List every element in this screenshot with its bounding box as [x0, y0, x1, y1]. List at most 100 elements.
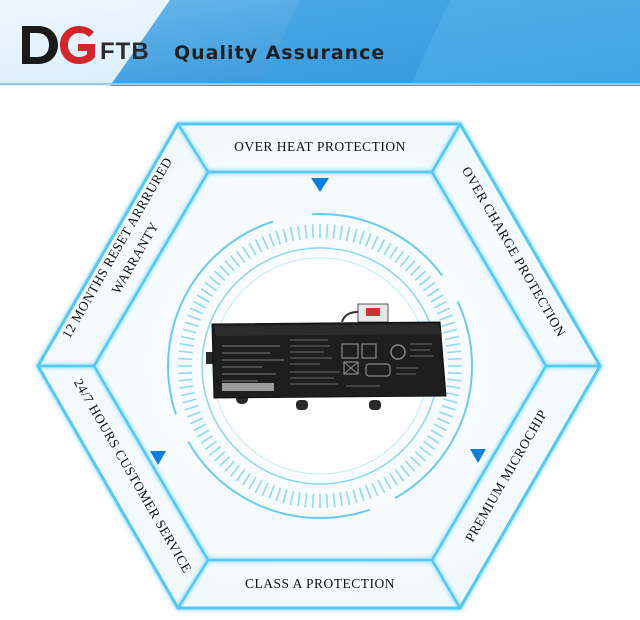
tick-mark: [209, 445, 222, 456]
tick-mark: [389, 246, 399, 260]
tick-mark: [311, 224, 315, 239]
tick-mark: [241, 472, 251, 486]
tick-mark: [184, 321, 199, 328]
tick-mark: [371, 482, 379, 497]
tick-mark: [178, 378, 193, 382]
tick-mark: [423, 281, 436, 292]
tick-mark: [441, 321, 456, 328]
tick-mark: [445, 335, 460, 341]
banner-background: [0, 0, 640, 86]
tick-mark: [180, 391, 195, 397]
right-marker-icon: [470, 449, 486, 463]
tick-mark: [409, 265, 421, 277]
tick-mark: [447, 357, 462, 361]
tick-mark: [178, 371, 193, 375]
tick-mark: [339, 492, 344, 507]
tick-mark: [184, 404, 199, 411]
tick-mark: [325, 224, 329, 239]
tick-mark: [178, 357, 193, 361]
top-marker-icon: [311, 178, 329, 192]
tick-mark: [439, 411, 453, 418]
tick-mark: [261, 482, 269, 497]
tick-mark: [261, 235, 269, 250]
tick-mark: [282, 228, 288, 243]
tick-mark: [436, 307, 451, 315]
tick-mark: [275, 487, 282, 502]
tick-mark: [447, 378, 462, 382]
tick-mark: [405, 259, 416, 272]
tick-mark: [304, 493, 308, 508]
tick-mark: [423, 440, 436, 451]
tick-mark: [209, 276, 222, 287]
tick-mark: [248, 476, 257, 490]
tick-mark: [409, 455, 421, 467]
tick-mark: [182, 398, 197, 404]
tick-mark: [193, 300, 207, 309]
tick-mark: [447, 371, 462, 375]
tick-mark: [430, 294, 444, 303]
header-banner: FTB Quality Assurance: [0, 0, 640, 86]
feature-class-a: CLASS A PROTECTION: [245, 576, 395, 591]
tick-mark: [254, 479, 263, 493]
tick-mark: [275, 230, 282, 245]
tick-mark: [304, 224, 308, 239]
tick-mark: [405, 460, 416, 473]
tick-mark: [178, 350, 193, 354]
tick-mark: [204, 281, 217, 292]
tick-mark: [371, 235, 379, 250]
tick-mark: [235, 469, 246, 482]
tick-mark: [182, 328, 197, 334]
tick-mark: [426, 287, 440, 297]
quality-hexagon: OVER HEAT PROTECTION CLASS A PROTECTION …: [0, 86, 640, 615]
tick-mark: [241, 246, 251, 260]
tick-mark: [377, 239, 386, 253]
tick-mark: [224, 460, 235, 473]
tick-mark: [443, 328, 458, 334]
tick-mark: [296, 492, 301, 507]
tick-mark: [311, 493, 315, 508]
tick-mark: [443, 398, 458, 404]
tick-ring: [178, 224, 462, 508]
tick-mark: [399, 464, 410, 477]
tick-mark: [345, 226, 351, 241]
tick-mark: [196, 429, 210, 438]
feature-over-heat: OVER HEAT PROTECTION: [234, 139, 406, 154]
tick-mark: [254, 239, 263, 253]
brand-ftb: FTB: [100, 38, 150, 65]
tick-mark: [325, 493, 329, 508]
tick-mark: [224, 259, 235, 272]
tick-mark: [445, 391, 460, 397]
tick-mark: [189, 307, 204, 315]
tick-mark: [187, 411, 201, 418]
dg-logo-icon: [22, 26, 95, 64]
tick-mark: [219, 455, 231, 467]
tick-mark: [418, 445, 431, 456]
tick-mark: [430, 429, 444, 438]
tick-mark: [433, 300, 447, 309]
tick-mark: [248, 242, 257, 256]
tick-mark: [219, 265, 231, 277]
tick-mark: [377, 479, 386, 493]
tick-mark: [399, 255, 410, 268]
tick-mark: [414, 451, 427, 462]
tick-mark: [179, 385, 194, 390]
tick-mark: [289, 491, 295, 506]
tick-mark: [358, 230, 365, 245]
tick-mark: [193, 423, 207, 432]
outer-arc-ring: [167, 213, 473, 519]
tick-mark: [389, 472, 399, 486]
tick-mark: [446, 342, 461, 347]
tick-mark: [196, 294, 210, 303]
tick-mark: [345, 491, 351, 506]
tick-mark: [394, 469, 405, 482]
tick-mark: [189, 417, 204, 425]
tick-mark: [339, 225, 344, 240]
left-marker-icon: [150, 451, 166, 465]
tick-mark: [365, 485, 372, 499]
tick-mark: [358, 487, 365, 502]
tick-mark: [365, 233, 372, 247]
tick-mark: [187, 314, 201, 321]
tick-mark: [289, 226, 295, 241]
tick-mark: [383, 476, 392, 490]
tick-mark: [213, 270, 226, 281]
